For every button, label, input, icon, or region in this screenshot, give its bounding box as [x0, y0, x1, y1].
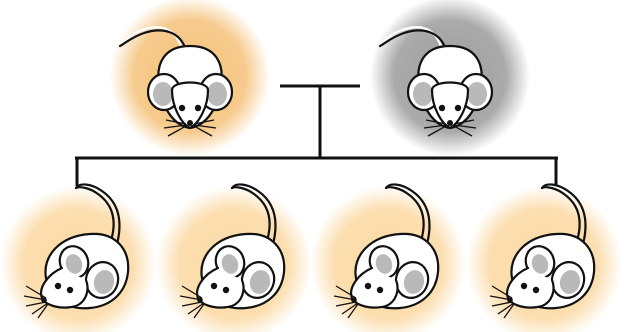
mouse-inner-ear: [467, 82, 487, 106]
mouse-eye: [55, 283, 61, 289]
mouse-eye: [67, 287, 73, 293]
mouse-inner-ear: [153, 82, 173, 106]
mouse-eye: [195, 105, 201, 111]
mouse-eye: [223, 287, 229, 293]
mouse-nose: [447, 120, 453, 126]
mouse-eye: [533, 287, 539, 293]
mouse-eye: [439, 105, 445, 111]
mouse-inner-ear: [413, 82, 433, 106]
mouse-eye: [211, 283, 217, 289]
mouse-nose: [187, 120, 193, 126]
mouse-eye: [179, 105, 185, 111]
mouse-eye: [365, 283, 371, 289]
mouse-eye: [521, 283, 527, 289]
mouse-eye: [455, 105, 461, 111]
mouse-inner-ear: [207, 82, 227, 106]
mouse-eye: [377, 287, 383, 293]
